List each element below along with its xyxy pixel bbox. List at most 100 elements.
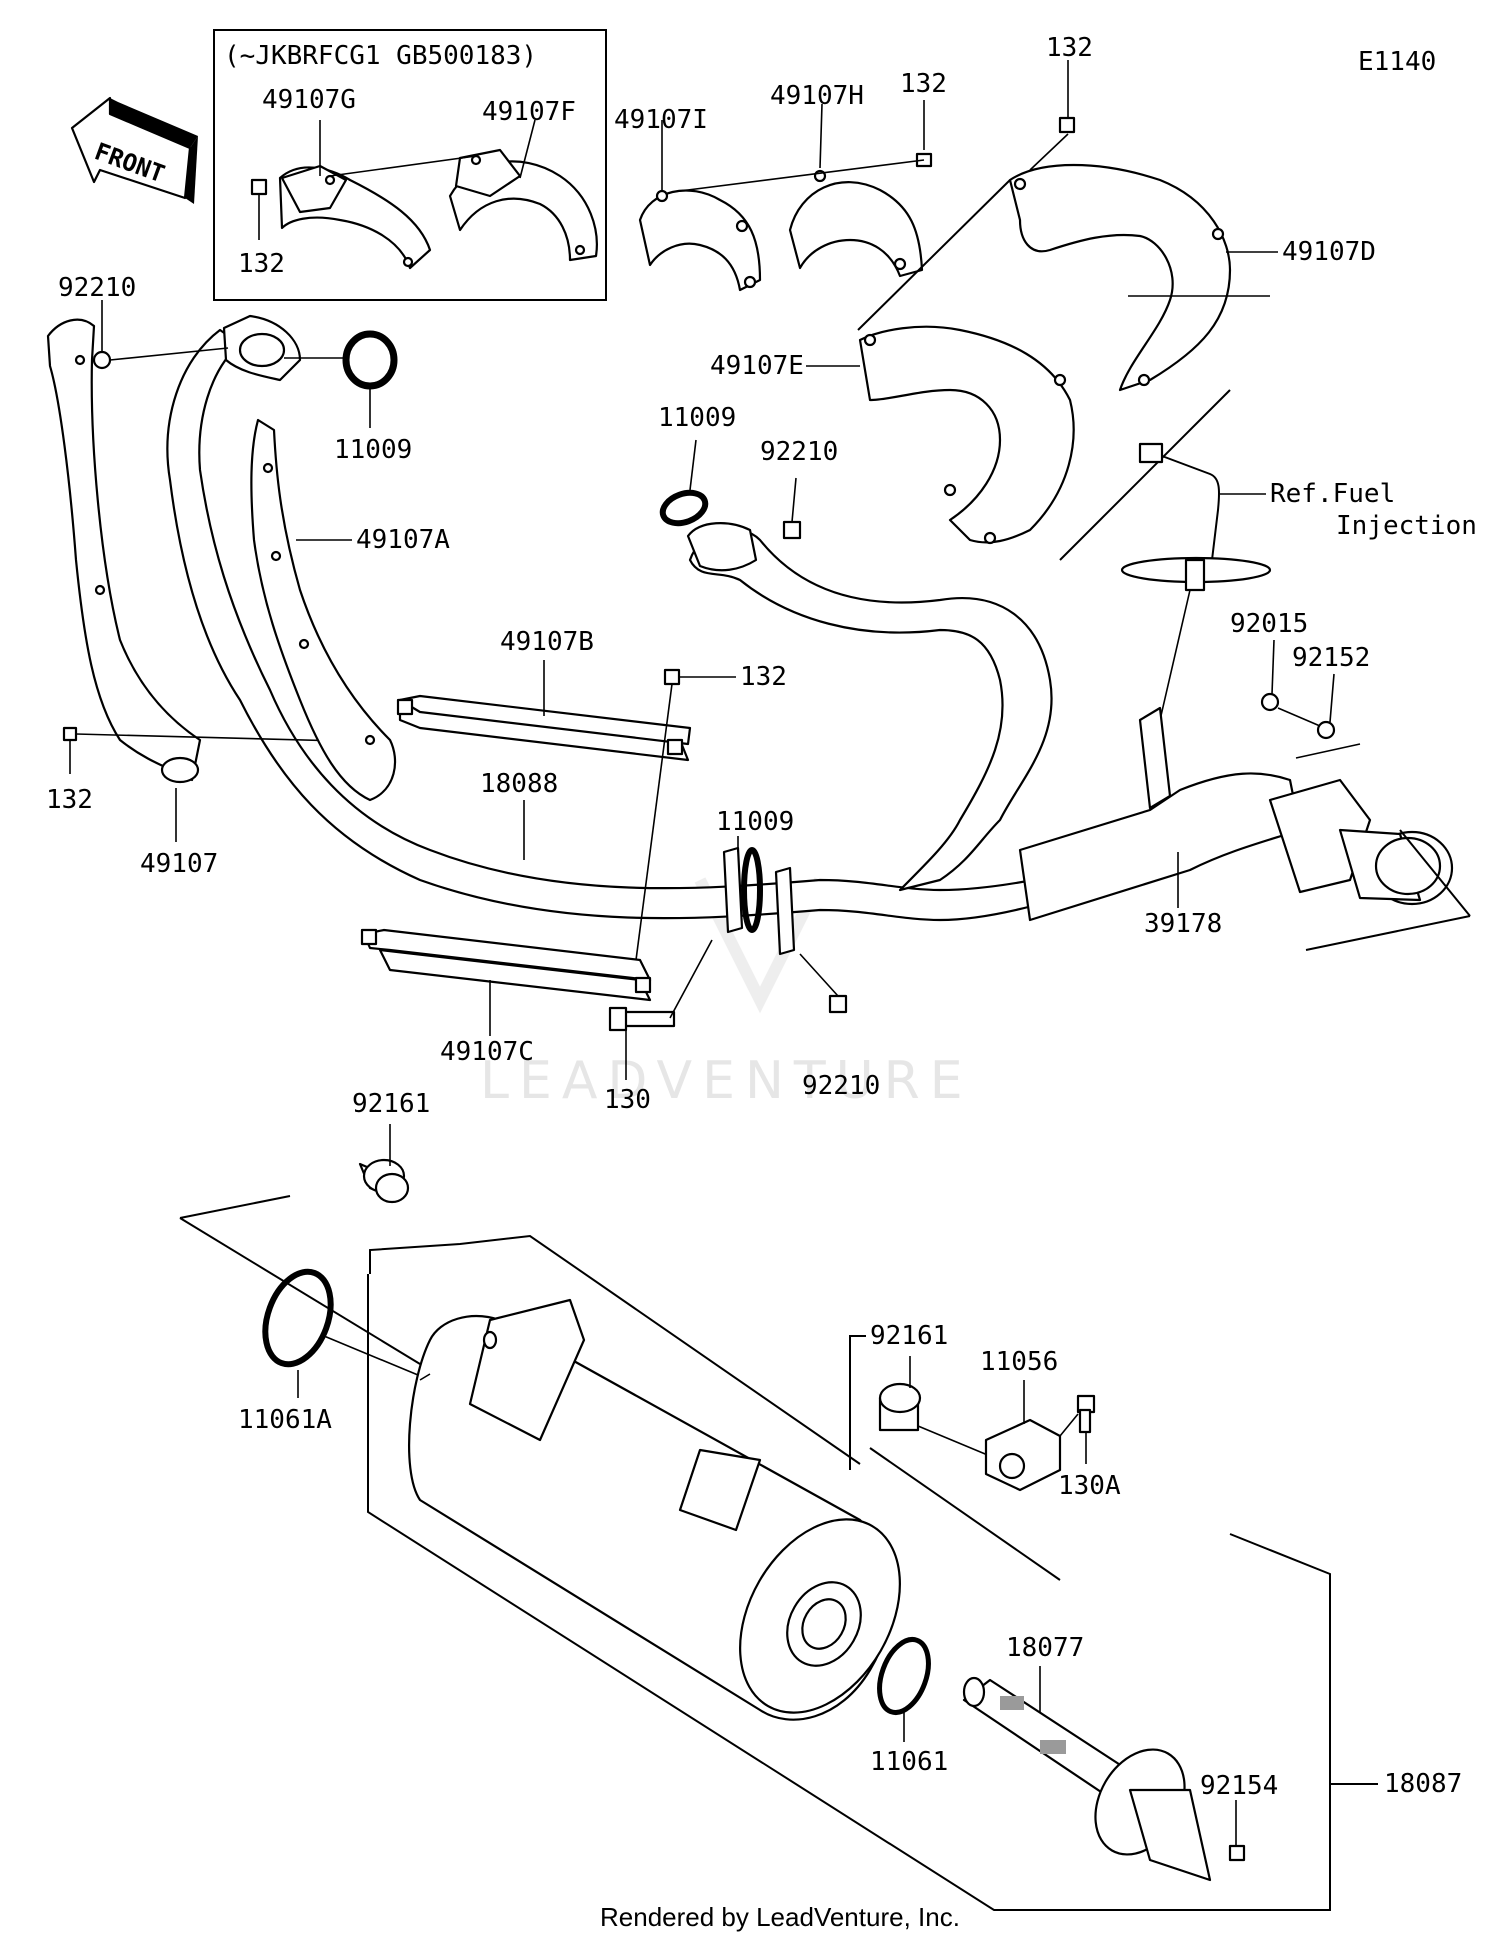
heat-guard-49107A	[250, 418, 397, 802]
leader	[1059, 1413, 1079, 1437]
nut-92210-mid	[782, 520, 802, 540]
heat-guard-49107I	[638, 189, 762, 292]
front-arrow-icon: FRONT	[70, 96, 198, 204]
exhaust-pipe-18088	[166, 314, 1178, 922]
leader	[323, 1335, 431, 1381]
label-92210-joint: 92210	[802, 1071, 880, 1101]
leader	[689, 439, 697, 491]
heat-guard-49107D	[1008, 163, 1232, 392]
leader	[369, 1234, 861, 1465]
label-92210-mid: 92210	[760, 437, 838, 467]
exhaust-pipe-upper	[686, 522, 1053, 892]
leader	[1029, 133, 1069, 171]
label-11061: 11061	[870, 1747, 948, 1777]
leader	[791, 477, 797, 523]
label-11061A: 11061A	[238, 1405, 332, 1435]
label-92210-left: 92210	[58, 273, 136, 303]
label-11009-joint: 11009	[716, 807, 794, 837]
label-18088: 18088	[480, 769, 558, 799]
spacer-92161-right	[878, 1382, 922, 1432]
spacer-92161-top	[358, 1158, 410, 1204]
bolt-92154	[1228, 1844, 1246, 1862]
label-18087: 18087	[1384, 1769, 1462, 1799]
leader	[109, 347, 229, 361]
joint-flanges	[722, 846, 796, 956]
gasket-11061	[877, 1637, 931, 1715]
muffler-18087	[408, 1298, 901, 1721]
bolt-132-mid	[663, 668, 681, 686]
label-49107B: 49107B	[500, 627, 594, 657]
label-130: 130	[604, 1085, 651, 1115]
label-132-left: 132	[46, 785, 93, 815]
label-132-inset: 132	[238, 249, 285, 279]
label-92154: 92154	[1200, 1771, 1278, 1801]
leader	[857, 179, 1011, 331]
label-49107I: 49107I	[614, 105, 708, 135]
leader	[669, 939, 713, 1019]
leader	[179, 1195, 291, 1219]
nut-92210-joint	[828, 994, 848, 1014]
bolt-130	[608, 1006, 676, 1032]
leader	[917, 1425, 991, 1457]
label-49107D: 49107D	[1282, 237, 1376, 267]
ref-note-line1: Ref.Fuel	[1270, 479, 1395, 509]
heat-guard-49107H	[788, 169, 924, 278]
label-49107E: 49107E	[710, 351, 804, 381]
leader	[849, 1335, 866, 1470]
oxygen-sensor	[1120, 442, 1272, 721]
footer-credit: Rendered by LeadVenture, Inc.	[600, 1902, 960, 1932]
leader	[671, 159, 925, 193]
diagram-code: E1140	[1358, 47, 1436, 77]
bolt-132-inset	[250, 178, 268, 196]
leader	[1295, 743, 1361, 759]
label-92161-top: 92161	[352, 1089, 430, 1119]
label-49107: 49107	[140, 849, 218, 879]
heat-guard-49107F	[448, 148, 598, 262]
heat-cover-49107C	[360, 928, 652, 1002]
watermark-logo	[694, 877, 826, 1014]
inset-box	[213, 29, 607, 301]
leader	[869, 1447, 1061, 1581]
leader	[1399, 829, 1471, 917]
label-18077: 18077	[1006, 1633, 1084, 1663]
spark-arrestor-18077	[962, 1676, 1212, 1882]
bracket-11056	[984, 1418, 1062, 1492]
label-39178: 39178	[1144, 909, 1222, 939]
inset-note: (~JKBRFCG1 GB500183)	[224, 41, 537, 71]
leader	[819, 103, 823, 169]
label-92161-right: 92161	[870, 1321, 948, 1351]
bolt-132-top	[1058, 116, 1076, 134]
leader	[1059, 389, 1231, 561]
leader	[799, 953, 839, 997]
catalyst-39178	[1018, 706, 1454, 922]
watermark: LEADVENTURE	[480, 1051, 973, 1111]
leader	[1305, 915, 1471, 951]
leader	[179, 1217, 421, 1365]
label-92015: 92015	[1230, 609, 1308, 639]
bolt-132-left	[62, 726, 78, 742]
label-130A: 130A	[1058, 1471, 1121, 1501]
leader	[1271, 639, 1275, 695]
label-132-mid: 132	[740, 662, 787, 692]
bolt-130A	[1076, 1394, 1096, 1434]
heat-guard-49107G	[278, 164, 432, 270]
leader	[519, 119, 536, 179]
label-11056: 11056	[980, 1347, 1058, 1377]
label-92152: 92152	[1292, 643, 1370, 673]
label-49107F: 49107F	[482, 97, 576, 127]
label-49107G: 49107G	[262, 85, 356, 115]
label-11009-top: 11009	[334, 435, 412, 465]
gasket-11061A	[262, 1268, 334, 1368]
gasket-11009-top	[342, 330, 398, 390]
heat-cover-49107B	[396, 694, 692, 762]
nut-92210-left	[92, 350, 112, 370]
heat-guard-49107E	[858, 325, 1075, 545]
gasket-11009-mid	[659, 489, 709, 527]
heat-guard-49107	[46, 318, 202, 784]
label-49107C: 49107C	[440, 1037, 534, 1067]
label-132-h: 132	[900, 69, 947, 99]
leader	[367, 1274, 1331, 1911]
leader	[1329, 673, 1335, 723]
nut-92152	[1316, 720, 1336, 740]
label-49107H: 49107H	[770, 81, 864, 111]
